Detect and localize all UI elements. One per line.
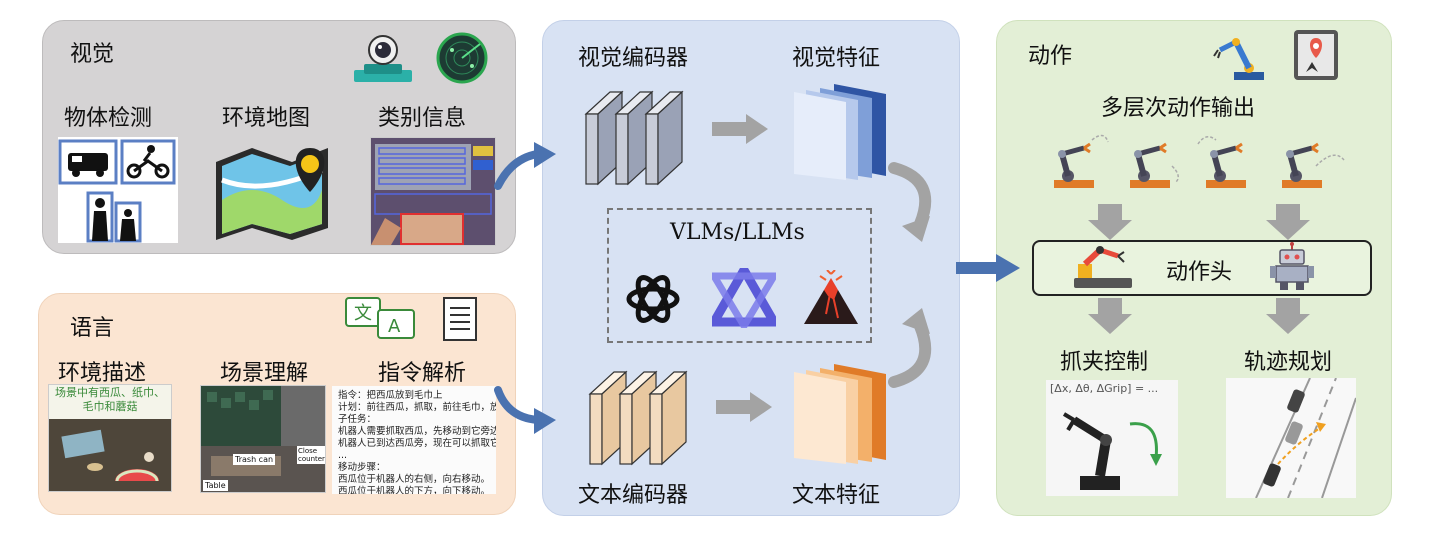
trajectory-planning-image [1226, 378, 1356, 498]
model-to-action-arrow [956, 254, 1020, 282]
navigation-map-icon [1294, 30, 1338, 80]
action-head-label: 动作头 [1166, 260, 1233, 285]
map-image [216, 148, 328, 240]
translate-icon: 文 A [345, 297, 415, 339]
multi-level-output-label: 多层次动作输出 [1101, 96, 1256, 121]
robot-arm-icon [1213, 38, 1264, 80]
grasp-control-image: [Δx, Δθ, ΔGrip] = ... [1046, 380, 1178, 496]
text-feature-to-vlm-arrow [888, 308, 932, 388]
text-encode-arrow [716, 392, 772, 422]
humanoid-robot-icon [1270, 242, 1314, 290]
instruction-parsing-label: 指令解析 [378, 361, 467, 386]
vision-feature-label: 视觉特征 [792, 46, 881, 71]
object-detection-label: 物体检测 [64, 106, 153, 131]
trajectory-planning-label: 轨迹规划 [1244, 350, 1333, 375]
vision-encoder-label: 视觉编码器 [578, 46, 689, 71]
vlm-llm-label: VLMs/LLMs [670, 220, 805, 245]
vision-to-encoder-arrow [494, 142, 556, 190]
scene-understanding-label: 场景理解 [220, 361, 309, 386]
qwen-logo-icon [712, 268, 776, 328]
astronaut-icon [354, 35, 412, 82]
text-feature-maps [794, 364, 886, 464]
grasp-control-label: 抓夹控制 [1060, 350, 1149, 375]
industrial-robot-icon [1074, 246, 1132, 288]
vision-title: 视觉 [70, 42, 115, 67]
svg-text:A: A [388, 316, 401, 337]
vision-encoder-blocks [584, 90, 684, 186]
language-title: 语言 [70, 316, 115, 341]
env-description-label: 环境描述 [58, 361, 147, 386]
text-encoder-blocks [588, 370, 688, 466]
document-icon [443, 297, 477, 341]
down-arrow-right-2 [1266, 298, 1310, 334]
instruction-parsing-text: 指令：把西瓜放到毛巾上 计划：前往西瓜，抓取，前往毛巾，放下。 子任务： 机器人… [338, 390, 496, 494]
vision-feature-maps [794, 84, 886, 180]
vlm-llm-box [607, 208, 872, 343]
down-arrow-left-1 [1088, 204, 1132, 240]
openai-logo-icon [626, 275, 680, 323]
category-info-image [370, 137, 496, 246]
svg-text:文: 文 [354, 303, 372, 324]
scene-understanding-image: Trash can Close counter Table [200, 385, 326, 493]
tag-trash-can: Trash can [233, 454, 276, 465]
env-description-image: 场景中有西瓜、纸巾、 毛巾和蘑菇 [48, 384, 172, 492]
down-arrow-left-2 [1088, 298, 1132, 334]
env-description-caption: 场景中有西瓜、纸巾、 毛巾和蘑菇 [55, 386, 165, 413]
text-encoder-label: 文本编码器 [578, 483, 689, 508]
instruction-parsing-image: 指令：把西瓜放到毛巾上 计划：前往西瓜，抓取，前往毛巾，放下。 子任务： 机器人… [332, 386, 496, 494]
radar-icon [436, 32, 488, 84]
down-arrow-right-1 [1266, 204, 1310, 240]
category-info-label: 类别信息 [378, 106, 467, 131]
tag-table: Table [203, 480, 228, 491]
vision-encode-arrow [712, 114, 768, 144]
object-detection-image [58, 137, 178, 243]
grasp-formula: [Δx, Δθ, ΔGrip] = ... [1050, 382, 1159, 395]
robot-arms-row [1054, 134, 1345, 192]
action-title: 动作 [1028, 44, 1073, 69]
text-feature-label: 文本特征 [792, 483, 881, 508]
volcano-logo-icon [804, 270, 858, 324]
tag-close-counter: Close counter [297, 446, 325, 464]
language-to-encoder-arrow [494, 386, 556, 434]
vision-feature-to-vlm-arrow [888, 162, 932, 242]
environment-map-label: 环境地图 [222, 106, 311, 131]
